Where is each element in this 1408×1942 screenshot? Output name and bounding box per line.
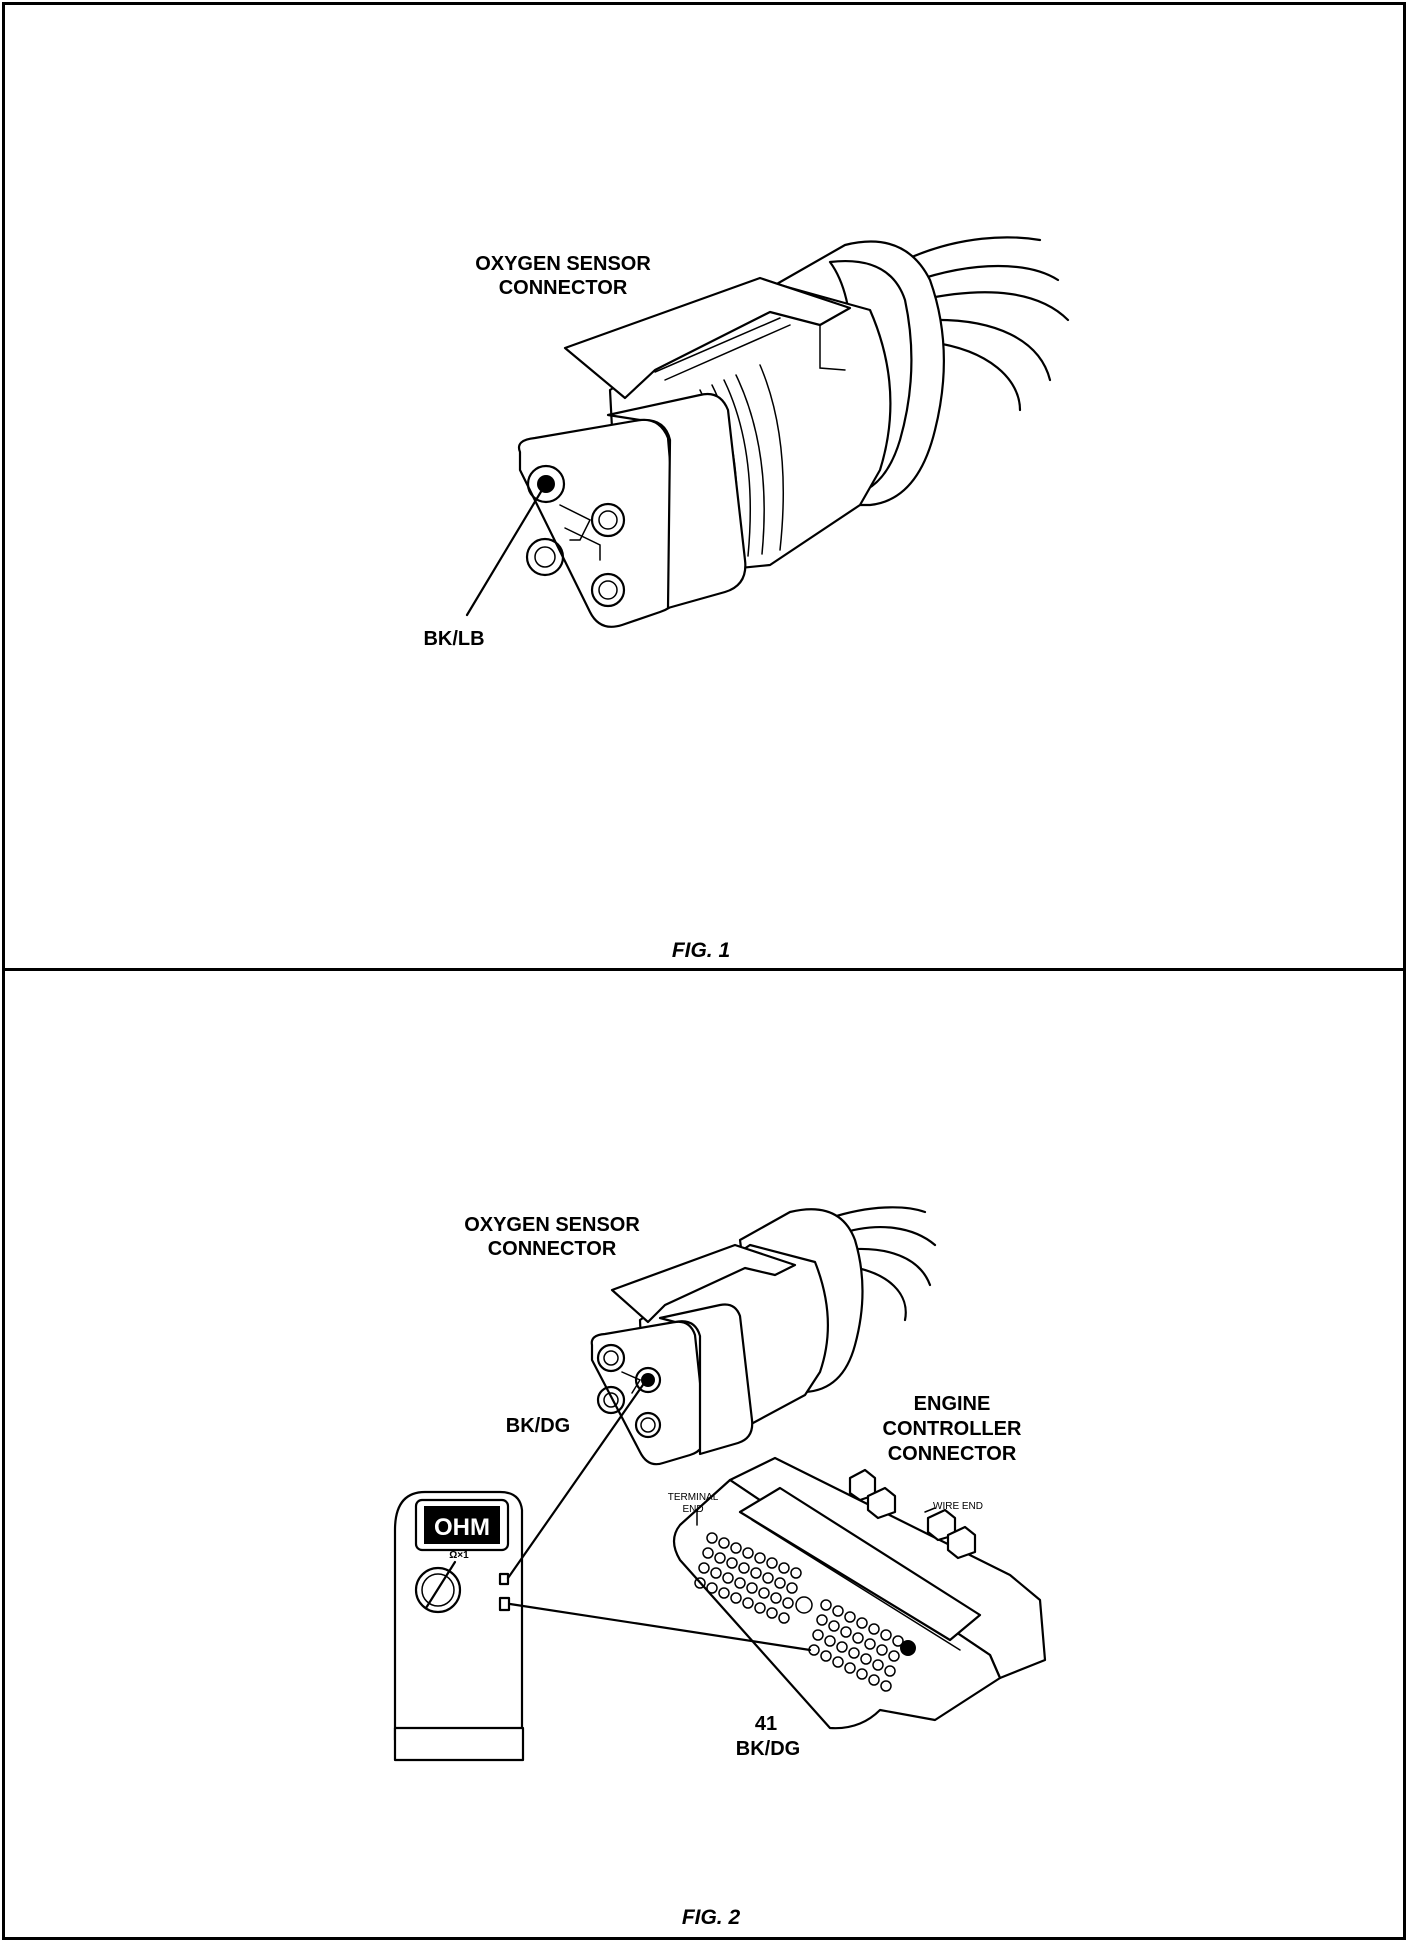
terminal-end-label-line1: TERMINAL [668, 1492, 719, 1503]
ecu-label-line2: CONTROLLER [883, 1418, 1022, 1440]
pin-wire-label: BK/DG [736, 1738, 800, 1760]
fig2-caption: FIG. 2 [682, 1906, 741, 1929]
fig1-wire-label: BK/LB [423, 628, 484, 650]
fig1-connector-label-line2: CONNECTOR [499, 277, 628, 299]
ohmmeter-icon: OHM Ω×1 [393, 1490, 525, 1762]
oxygen-sensor-connector-icon [590, 1206, 937, 1466]
fig2-connector-label-line2: CONNECTOR [488, 1238, 617, 1260]
pin-number-label: 41 [755, 1713, 777, 1735]
wire-end-label: WIRE END [933, 1501, 983, 1512]
meter-display: OHM [434, 1514, 490, 1541]
fig2-connector-label-line1: OXYGEN SENSOR [464, 1214, 640, 1236]
fig1-caption: FIG. 1 [672, 939, 730, 962]
figure-2-panel [2, 968, 1406, 1940]
ecu-label-line3: CONNECTOR [888, 1443, 1017, 1465]
fig2-wire-label: BK/DG [506, 1415, 570, 1437]
ecu-label-line1: ENGINE [914, 1393, 991, 1415]
engine-controller-connector-icon [672, 1456, 1047, 1730]
test-lead-to-sensor [506, 1380, 647, 1580]
fig1-connector-label-line1: OXYGEN SENSOR [475, 253, 651, 275]
test-lead-to-pin-41 [508, 1602, 812, 1652]
oxygen-sensor-connector-icon [517, 236, 1070, 628]
bk-lb-leader-line [465, 488, 544, 617]
terminal-end-label-line2: END [682, 1504, 703, 1515]
meter-range-label: Ω×1 [449, 1550, 469, 1561]
